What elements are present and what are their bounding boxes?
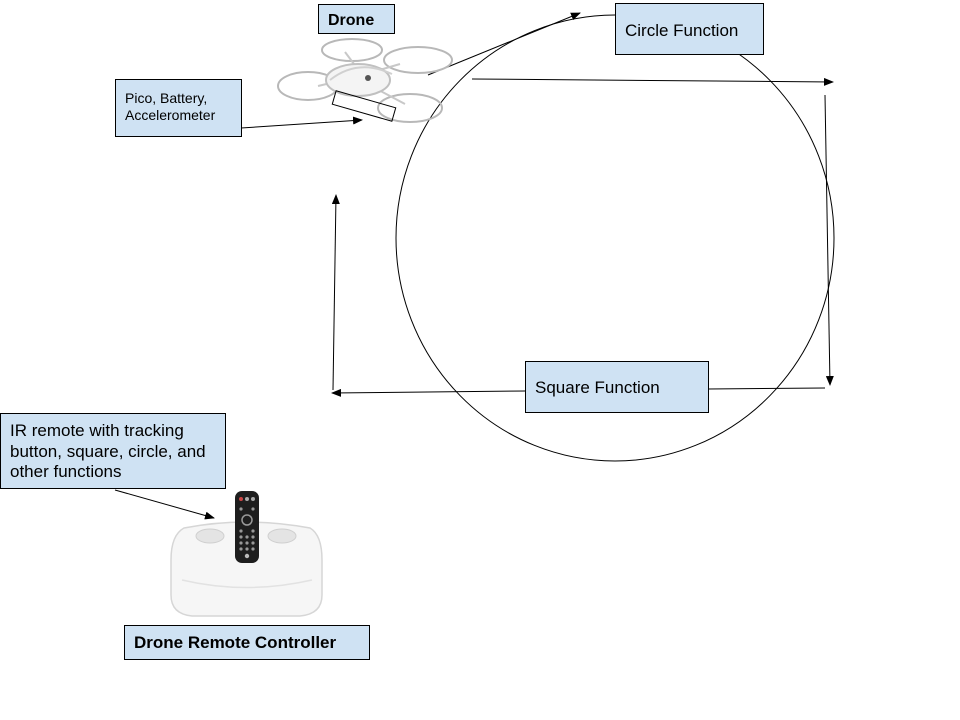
drone-image	[277, 38, 453, 123]
circle-start-arrow	[427, 12, 581, 76]
drone-label: Drone	[318, 4, 395, 34]
pico-arrow	[240, 116, 363, 129]
ir-remote-arrow	[114, 489, 215, 520]
square-path-right	[824, 94, 834, 386]
circle-function-label: Circle Function	[615, 3, 764, 55]
remote-controller-image	[170, 491, 323, 617]
pico-module-outline	[331, 90, 397, 122]
square-path-bottom-right	[707, 387, 826, 390]
drone-remote-controller-label: Drone Remote Controller	[124, 625, 370, 660]
ir-remote-label: IR remote with tracking button, square, …	[0, 413, 226, 489]
pico-battery-accelerometer-label: Pico, Battery, Accelerometer	[115, 79, 242, 137]
square-function-label: Square Function	[525, 361, 709, 413]
square-path-bottom-left	[331, 388, 527, 397]
square-path-left	[331, 194, 340, 391]
square-path-top	[471, 77, 834, 86]
